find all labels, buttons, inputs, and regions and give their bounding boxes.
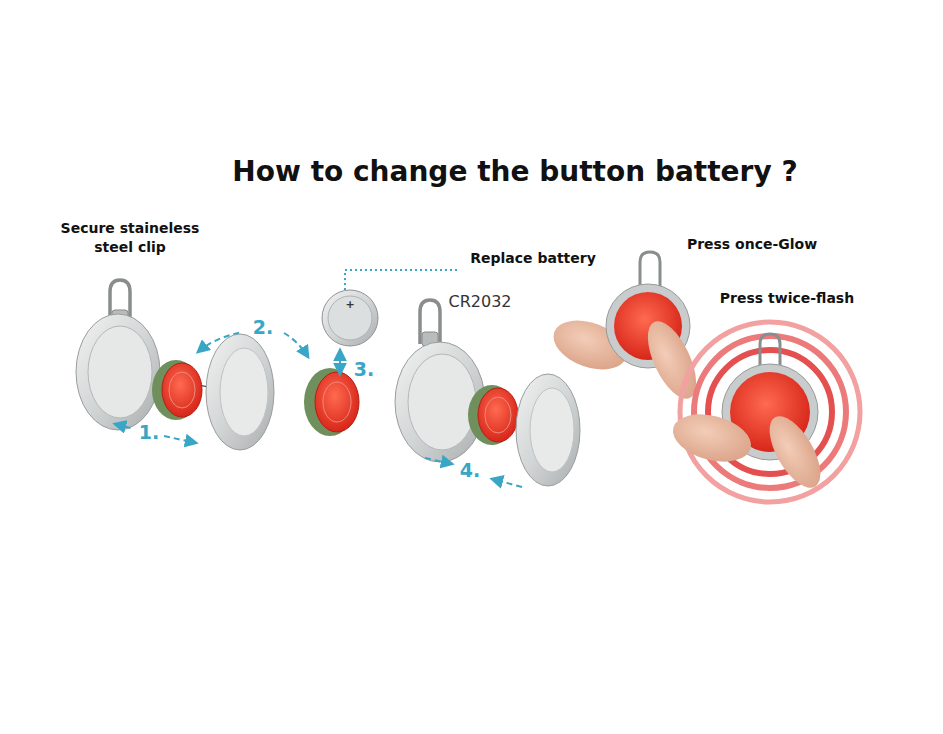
press-once-photo <box>547 252 706 406</box>
callout-number: 4. <box>460 459 480 481</box>
callout-number: 3. <box>354 358 374 380</box>
part-label: CR2032 <box>448 292 511 311</box>
left-assembly <box>76 280 274 450</box>
title: How to change the button battery ? <box>232 155 797 188</box>
battery-mark: + <box>345 298 354 311</box>
callout-number: 2. <box>253 316 273 338</box>
right-assembly <box>395 300 580 486</box>
part-label: Replace battery <box>470 250 596 266</box>
note-label: Press twice-flash <box>720 290 854 306</box>
note-label: Press once-Glow <box>687 236 817 252</box>
press-twice-photo <box>668 322 860 502</box>
callout-number: 1. <box>139 421 159 443</box>
part-label: Secure staineless steel clip <box>50 219 210 257</box>
